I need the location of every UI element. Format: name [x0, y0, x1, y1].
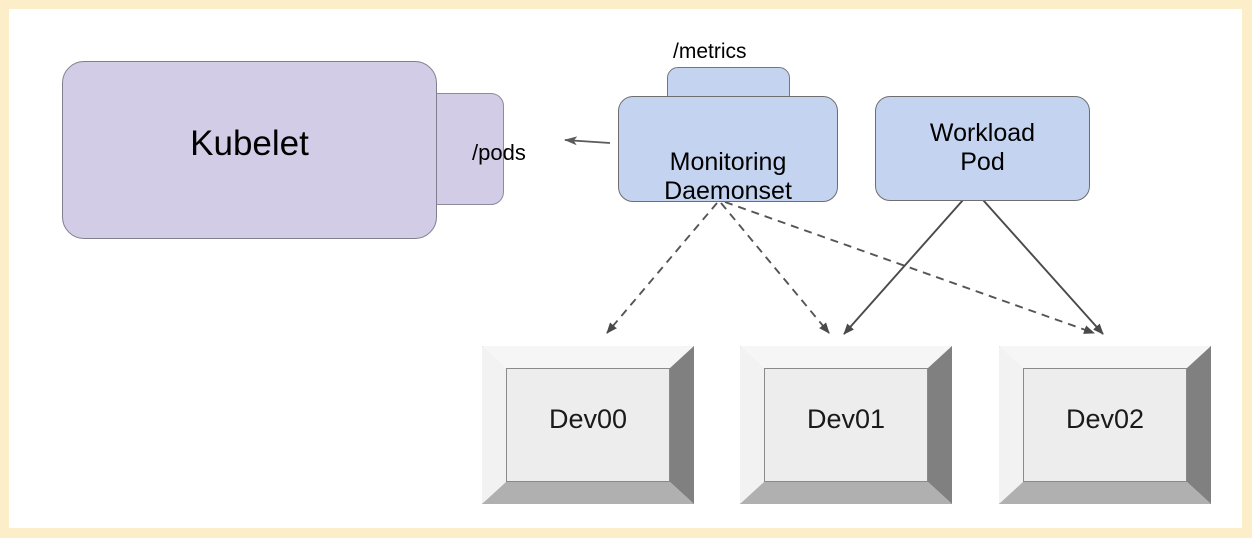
edge-workloadpod-to-dev01 [843, 190, 972, 335]
kubelet-label: Kubelet [190, 124, 309, 163]
edge-daemonset-to-dev01 [720, 202, 830, 334]
node-dev01[interactable]: Dev01 [740, 346, 952, 504]
node-monitoring-daemonset[interactable]: Monitoring Daemonset [612, 67, 842, 205]
pods-endpoint-label: /pods [472, 140, 526, 165]
dev00-face [506, 368, 670, 482]
daemonset-body[interactable]: Monitoring Daemonset [618, 96, 838, 205]
node-dev02[interactable]: Dev02 [999, 346, 1211, 504]
metrics-endpoint-label: /metrics [673, 40, 747, 63]
edge-daemonset-to-dev00 [606, 202, 718, 334]
node-workload-pod[interactable]: Workload Pod [875, 96, 1090, 201]
node-dev00[interactable]: Dev00 [482, 346, 694, 504]
edge-daemonset-to-dev02 [724, 201, 1095, 334]
diagram-canvas: Kubelet /pods /metrics Monitoring Daemon… [9, 9, 1242, 528]
monitoring-daemonset-label: Monitoring Daemonset [664, 148, 792, 205]
edge-daemonset-to-kubelet [564, 136, 611, 146]
edge-workloadpod-to-dev02 [974, 190, 1104, 335]
dev02-face [1023, 368, 1187, 482]
node-kubelet[interactable]: Kubelet [56, 55, 504, 245]
kubelet-body[interactable]: Kubelet [62, 61, 437, 239]
workload-pod-label: Workload Pod [929, 119, 1036, 176]
dev01-face [764, 368, 928, 482]
